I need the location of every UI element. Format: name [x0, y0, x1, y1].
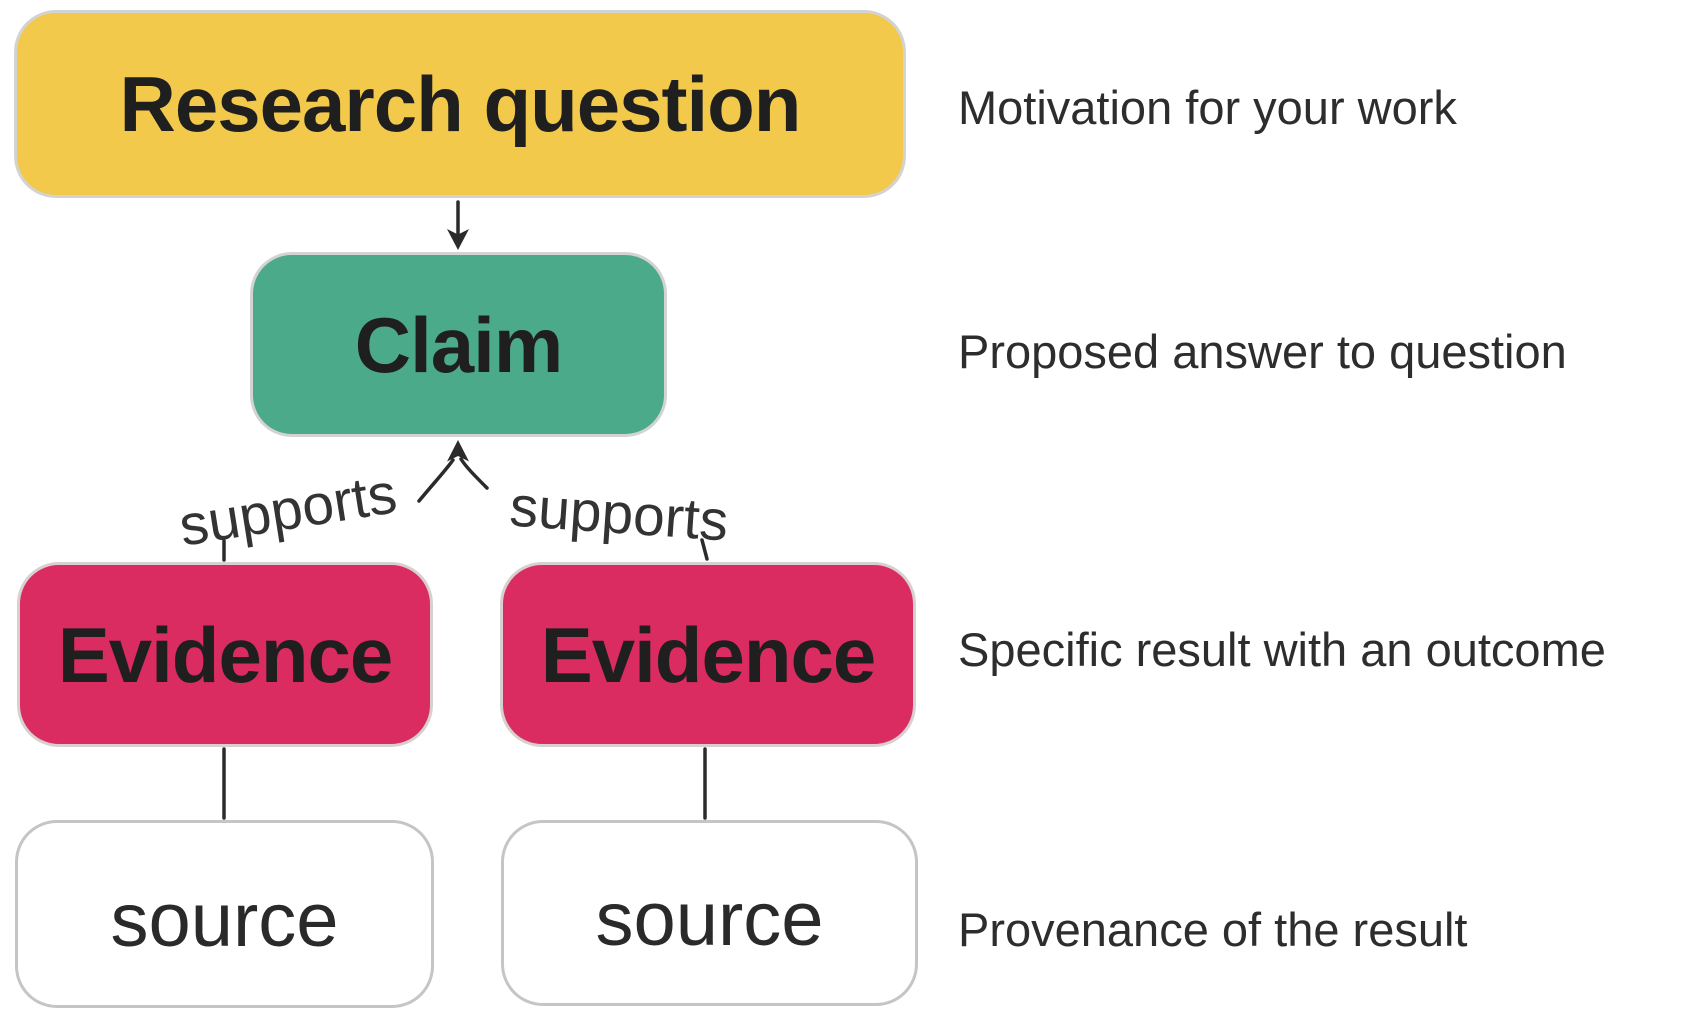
- arrowhead-down-icon: [447, 229, 469, 250]
- node-evidence-left-label: Evidence: [57, 610, 394, 699]
- node-evidence-right-label: Evidence: [540, 610, 877, 699]
- node-source-left-label: source: [110, 878, 339, 963]
- node-evidence-left: Evidence: [17, 562, 433, 747]
- edge-label-supports-left: supports: [174, 461, 401, 559]
- annotation-claim: Proposed answer to question: [958, 325, 1567, 378]
- node-source-right-label: source: [595, 877, 824, 962]
- annotation-research-question: Motivation for your work: [958, 81, 1457, 134]
- node-source-right: source: [501, 820, 918, 1006]
- arrow-evidence-to-claim: [417, 440, 489, 503]
- node-evidence-right: Evidence: [500, 562, 916, 747]
- arrowhead-up-icon: [447, 440, 469, 462]
- annotation-evidence: Specific result with an outcome: [958, 623, 1606, 676]
- annotation-source: Provenance of the result: [958, 903, 1468, 956]
- node-research-question: Research question: [14, 10, 906, 198]
- node-claim-label: Claim: [354, 300, 563, 389]
- edge-label-supports-right: supports: [507, 474, 731, 554]
- node-research-question-label: Research question: [119, 60, 802, 148]
- arrow-research-to-claim: [447, 200, 469, 250]
- node-claim: Claim: [250, 252, 667, 437]
- node-source-left: source: [15, 820, 434, 1008]
